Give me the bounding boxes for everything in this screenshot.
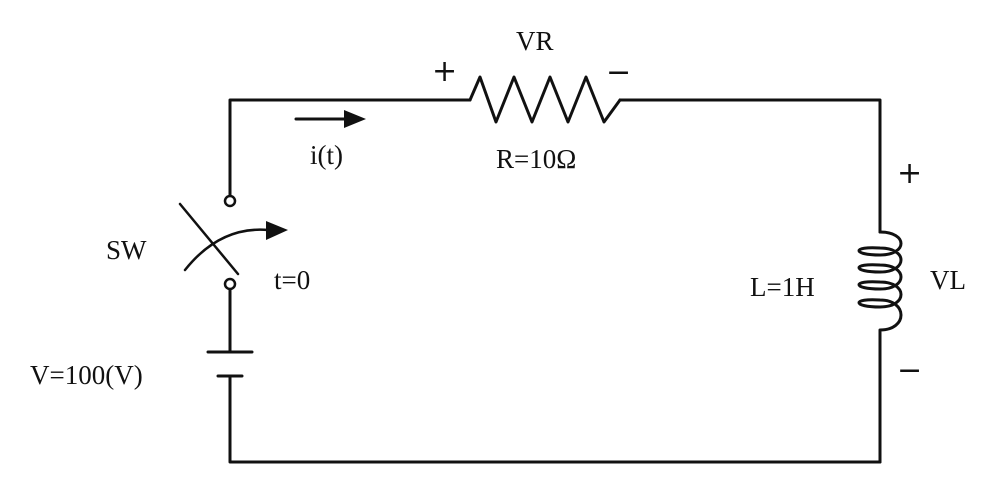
- source-voltage-label: V=100(V): [30, 360, 143, 390]
- resistor-symbol: [468, 75, 622, 124]
- resistor-value-label: R=10Ω: [496, 144, 576, 174]
- resistor-minus-sign: −: [606, 55, 631, 90]
- bottom-wire: [228, 381, 882, 464]
- inductor-value-label: L=1H: [750, 272, 815, 302]
- switch-time-label: t=0: [274, 265, 310, 295]
- switch-label: SW: [106, 235, 147, 265]
- switch-action-arrow: [183, 228, 270, 272]
- top-left-wire: [228, 98, 472, 198]
- switch-top-terminal: [223, 194, 237, 208]
- switch-bottom-terminal: [223, 277, 237, 291]
- resistor-voltage-label: VR: [516, 26, 554, 56]
- switch-arrow-head: [266, 221, 288, 240]
- inductor-symbol: [857, 230, 903, 342]
- resistor-plus-sign: +: [432, 54, 457, 89]
- inductor-voltage-label: VL: [930, 265, 966, 295]
- inductor-minus-sign: −: [897, 353, 922, 388]
- inductor-plus-sign: +: [897, 156, 922, 191]
- top-right-wire: [618, 98, 882, 234]
- current-arrow-head: [344, 110, 366, 128]
- switch-blade: [178, 202, 240, 276]
- current-label: i(t): [310, 140, 343, 170]
